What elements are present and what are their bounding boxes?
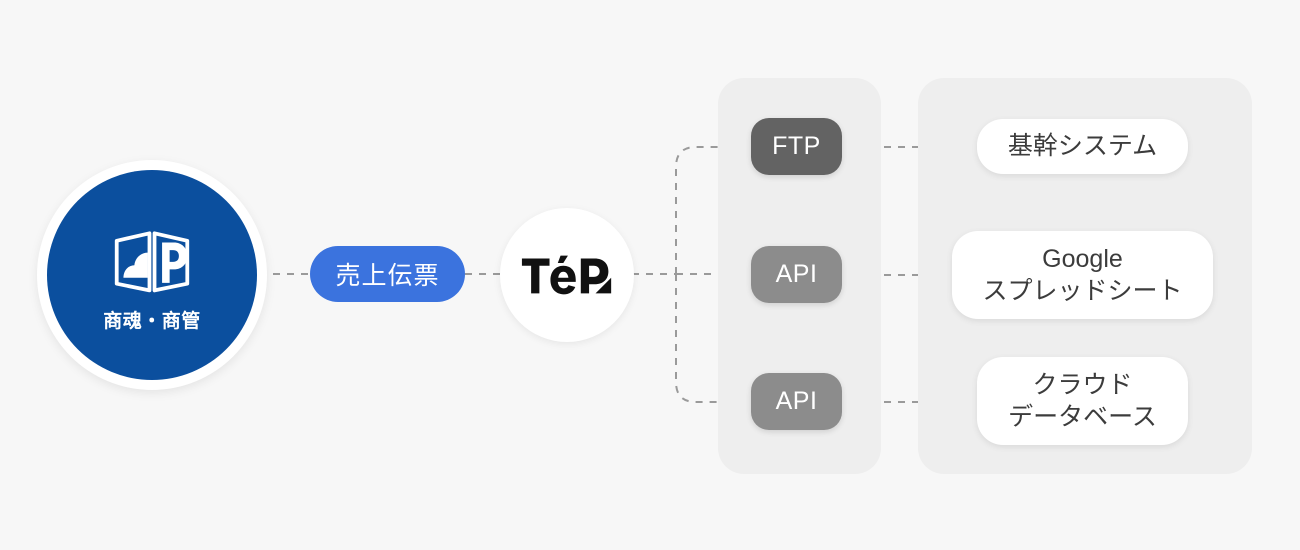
source-disc: 商魂・商管 bbox=[47, 170, 257, 380]
source-node[interactable]: 商魂・商管 bbox=[37, 160, 267, 390]
cube-cloud-p-logo-icon bbox=[114, 231, 190, 293]
protocol-chip-api-database[interactable]: API bbox=[751, 373, 842, 430]
tep-logo-icon bbox=[521, 255, 612, 295]
destination-card-cloud-database[interactable]: クラウド データベース bbox=[977, 357, 1188, 445]
protocol-chip-ftp[interactable]: FTP bbox=[751, 118, 842, 175]
destination-card-google-spreadsheet[interactable]: Google スプレッドシート bbox=[952, 231, 1213, 319]
destination-card-line-1: クラウド bbox=[1032, 370, 1133, 399]
destination-card-line-2: データベース bbox=[1008, 403, 1157, 431]
hub-node[interactable] bbox=[500, 208, 634, 342]
destination-card-core-system[interactable]: 基幹システム bbox=[977, 119, 1188, 174]
protocol-chip-api-spreadsheet[interactable]: API bbox=[751, 246, 842, 303]
destination-card-label: Google スプレッドシート bbox=[982, 243, 1182, 308]
document-pill[interactable]: 売上伝票 bbox=[310, 246, 465, 302]
destination-card-line-2: スプレッドシート bbox=[982, 277, 1183, 305]
destination-card-label: クラウド データベース bbox=[1008, 369, 1157, 434]
destination-card-line-1: Google bbox=[1042, 244, 1123, 273]
destination-card-label: 基幹システム bbox=[1007, 132, 1158, 161]
source-label: 商魂・商管 bbox=[103, 311, 201, 332]
